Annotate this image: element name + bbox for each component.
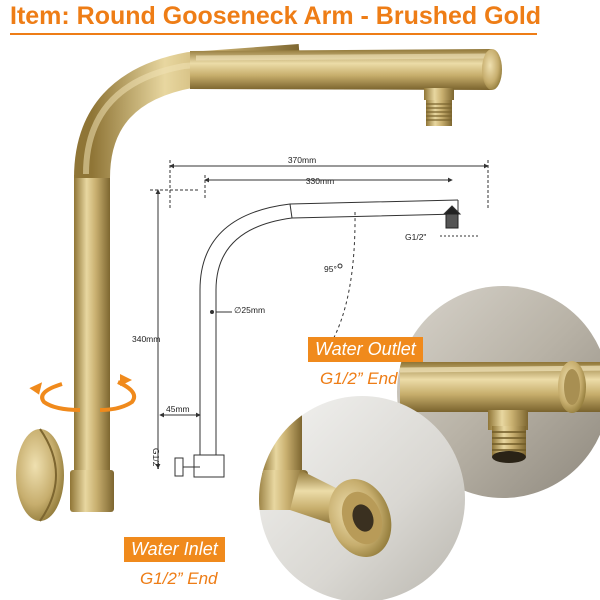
title-underline [10,33,537,35]
inlet-end-label: G1/2” End [140,569,218,588]
technical-drawing [150,160,489,478]
page-title: Item: Round Gooseneck Arm - Brushed Gold [10,2,542,30]
dim-overall-length: 370mm [288,155,316,165]
gooseneck-arm [16,44,502,522]
outlet-end-label: G1/2” End [320,369,398,388]
dim-outlet-thread: G1/2" [405,232,426,242]
rotation-arrows-icon [29,374,137,412]
dim-height: 340mm [132,334,160,344]
dim-angle: 95° [324,264,337,274]
inlet-label: Water Inlet [124,537,225,562]
outlet-label: Water Outlet [308,337,423,362]
dim-diameter: ∅25mm [234,305,265,315]
dim-inlet-thread: G1/2" [151,448,161,469]
dim-arm-length: 330mm [306,176,334,186]
dim-wall-offset: 45mm [166,404,190,414]
inlet-closeup [259,396,465,600]
